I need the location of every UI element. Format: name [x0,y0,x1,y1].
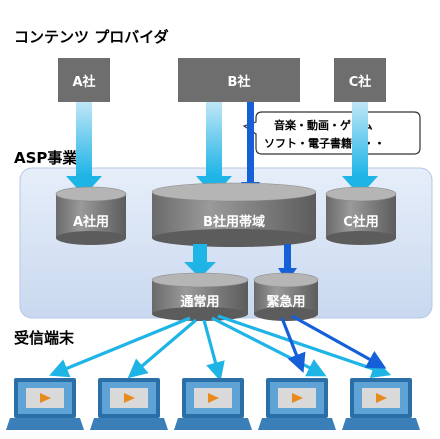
band-normal-arrow [184,244,216,278]
laptop-icon [90,378,168,430]
storage-label-normal: 通常用 [180,294,219,310]
content-callout [242,111,421,155]
provider-label-c: C社 [349,74,372,90]
storage-label-b: B社用帯域 [203,214,265,230]
provider-box-c [334,58,386,102]
laptop-icon [258,378,336,430]
storage-cylinder-normal [151,272,249,321]
storage-label-emergency: 緊急用 [266,294,305,310]
distribution-arrows-emergency [280,314,387,373]
storage-label-c: C社用 [343,214,379,230]
provider-label-b: B社 [228,74,251,90]
callout-line-1: 音楽・動画・ゲーム [274,118,373,132]
provider-a-arrow [66,102,102,196]
storage-cylinder-a [55,186,127,245]
storage-cylinder-emergency [253,272,319,321]
provider-c-arrow [342,102,378,196]
receiver-terminals [6,378,420,430]
storage-cylinder-c [325,186,397,245]
storage-cylinder-b [151,182,317,247]
provider-label-a: A社 [72,74,95,90]
provider-box-b [178,58,300,102]
section-label-providers: コンテンツ プロバイダ [14,28,169,46]
laptop-icon [6,378,84,430]
section-label-receivers: 受信端末 [14,329,75,347]
laptop-icon [174,378,252,430]
storage-label-a: A社用 [73,214,109,230]
provider-box-a [58,58,110,102]
section-label-asp: ASP事業者 [14,149,92,167]
laptop-icon [342,378,420,430]
